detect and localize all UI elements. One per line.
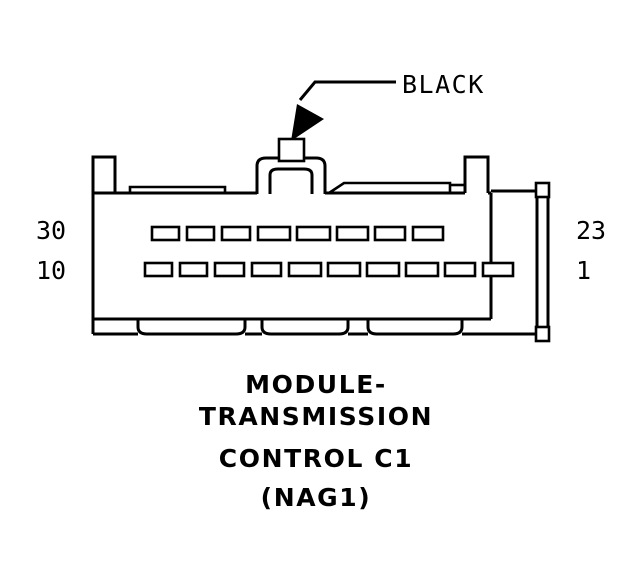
pin-cavity <box>143 261 174 278</box>
pin-cavity <box>335 225 370 242</box>
caption-line-4: (NAG1) <box>261 483 372 512</box>
pin-cavity <box>250 261 283 278</box>
callout-arrowhead <box>291 104 324 141</box>
pin-cavity <box>256 225 292 242</box>
right-corner-notch-tab <box>463 155 490 193</box>
black-wire-callout-leader <box>291 80 396 141</box>
caption-line-1: MODULE- <box>245 370 387 399</box>
pin-cavity <box>287 261 323 278</box>
pin-cavity <box>150 225 181 242</box>
cavity-row-top <box>150 225 445 242</box>
pin-cavity <box>373 225 407 242</box>
cavity-row-bottom <box>143 261 515 278</box>
pin-number-right-bottom: 1 <box>576 256 591 285</box>
connector-body-outline <box>91 193 493 321</box>
pin-cavity <box>185 225 216 242</box>
pin-cavity <box>411 225 445 242</box>
caption-line-3: CONTROL C1 <box>219 444 413 473</box>
left-keyway-slot <box>128 185 227 193</box>
pin-cavity <box>295 225 332 242</box>
left-corner-notch-tab <box>91 155 117 193</box>
caption-line-2: TRANSMISSION <box>199 402 433 431</box>
pin-cavity <box>404 261 440 278</box>
pin-cavity <box>365 261 401 278</box>
pin-cavity <box>178 261 209 278</box>
wire-color-label: BLACK <box>402 70 485 99</box>
pin-cavity <box>481 261 515 278</box>
bottom-mounting-tabs <box>91 319 491 336</box>
pin-number-left-top: 30 <box>36 216 66 245</box>
pin-number-left-bottom: 10 <box>36 256 66 285</box>
right-flange-shroud <box>491 181 551 343</box>
pin-cavity <box>443 261 477 278</box>
right-keyway-slot <box>328 181 466 195</box>
pin-cavity <box>220 225 252 242</box>
center-latch-bracket <box>255 156 327 194</box>
pin-cavity <box>326 261 362 278</box>
pin-cavity <box>213 261 246 278</box>
connector-top-latch-tab <box>277 137 306 163</box>
pin-number-right-top: 23 <box>576 216 606 245</box>
